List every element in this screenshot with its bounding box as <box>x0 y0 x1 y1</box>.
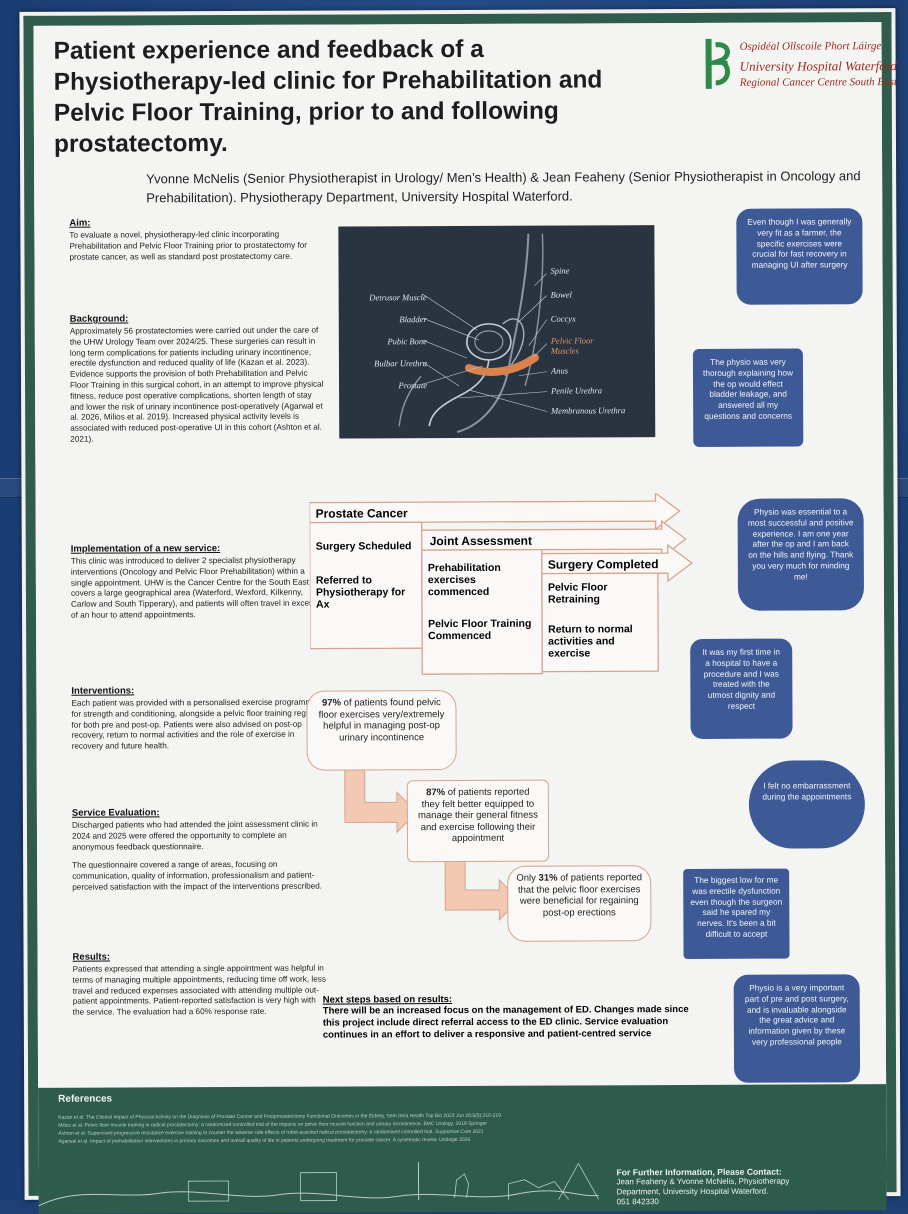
pathway-col1-item-2: Referred to Physiotherapy for Ax <box>316 574 420 610</box>
stat-97-percent: 97% <box>322 698 341 709</box>
label-coccyx: Coccyx <box>551 313 576 323</box>
pathway-col2-item-1: Prehabilitation exercises commenced <box>428 562 538 598</box>
results-heading: Results: <box>73 951 328 963</box>
next-steps-text: There will be an increased focus on the … <box>323 1004 693 1042</box>
stat-box-97: 97% of patients found pelvic floor exerc… <box>306 690 456 771</box>
contact-phone: 051 842330 <box>617 1196 837 1207</box>
poster: Patient experience and feedback of a Phy… <box>19 8 900 1200</box>
contact-block: For Further Information, Please Contact:… <box>616 1166 836 1207</box>
pathway-col3-item-1: Pelvic Floor Retraining <box>548 581 654 605</box>
label-spine: Spine <box>551 266 570 276</box>
results-section: Results: Patients expressed that attendi… <box>73 951 328 1019</box>
pathway-header-prostate-cancer: Prostate Cancer <box>316 506 408 520</box>
interventions-heading: Interventions: <box>71 685 326 697</box>
stat-31-percent: 31% <box>539 873 558 884</box>
label-bladder: Bladder <box>349 308 427 330</box>
next-steps-section: Next steps based on results: There will … <box>323 993 693 1042</box>
anatomy-diagram: Detrusor Muscle Bladder Pubic Bone Bulba… <box>338 225 655 438</box>
label-membranous-urethra: Membranous Urethra <box>551 405 625 415</box>
label-detrusor-muscle: Detrusor Muscle <box>349 286 427 308</box>
quote-bubble-2: The physio was very thorough explaining … <box>693 349 803 447</box>
evaluation-heading: Service Evaluation: <box>72 807 327 819</box>
results-text: Patients expressed that attending a sing… <box>73 964 328 1019</box>
background-heading: Background: <box>70 313 325 325</box>
label-prostate: Prostate <box>349 374 427 396</box>
authors-line: Yvonne McNelis (Senior Physiotherapist i… <box>146 166 886 207</box>
anatomy-labels-left: Detrusor Muscle Bladder Pubic Bone Bulba… <box>349 286 427 396</box>
interventions-section: Interventions: Each patient was provided… <box>71 685 326 753</box>
references-heading: References <box>58 1094 112 1105</box>
label-bowel: Bowel <box>551 290 572 300</box>
quote-bubble-4: It was my first time in a hospital to ha… <box>690 639 792 739</box>
background-section: Background: Approximately 56 prostatecto… <box>70 313 326 446</box>
stat-31-prefix: Only <box>516 873 538 884</box>
evaluation-text: Discharged patients who had attended the… <box>72 820 327 854</box>
aim-section: Aim: To evaluate a novel, physiotherapy-… <box>69 217 324 264</box>
logo-hospital-name: University Hospital Waterford <box>740 58 897 75</box>
label-pelvic-floor: Pelvic Floor <box>551 335 594 345</box>
aim-text: To evaluate a novel, physiotherapy-led c… <box>69 230 324 264</box>
label-bulbar-urethra: Bulbar Urethra <box>349 352 427 374</box>
logo-irish-name: Ospidéal Ollscoile Phort Láirge <box>740 40 882 53</box>
references-footer: References Kazan et al. The Clinical Imp… <box>38 1084 887 1214</box>
landmarks-skyline-illustration <box>38 1153 598 1213</box>
pathway-col2-item-2: Pelvic Floor Training Commenced <box>428 618 538 642</box>
evaluation-text-2: The questionnaire covered a range of are… <box>72 860 327 894</box>
care-pathway: Prostate Cancer Surgery Scheduled Referr… <box>310 493 699 685</box>
reference-item: Agarwal et al. Impact of prehabilitation… <box>58 1135 658 1146</box>
quote-bubble-5: I felt no embarrassment during the appoi… <box>749 760 865 849</box>
stat-box-31: Only 31% of patients reported that the p… <box>507 865 651 942</box>
label-penile-urethra: Penile Urethra <box>551 385 602 395</box>
logo-cancer-centre: Regional Cancer Centre South East <box>740 76 897 89</box>
label-muscles: Muscles <box>551 345 579 355</box>
stat-87-percent: 87% <box>426 787 445 798</box>
implementation-section: Implementation of a new service: This cl… <box>71 543 326 622</box>
implementation-heading: Implementation of a new service: <box>71 543 326 555</box>
background-text: Approximately 56 prostatectomies were ca… <box>70 326 325 370</box>
poster-body: Patient experience and feedback of a Phy… <box>33 22 886 1200</box>
poster-title: Patient experience and feedback of a Phy… <box>54 33 655 160</box>
pathway-col3-item-2: Return to normal activities and exercise <box>548 623 654 659</box>
quote-bubble-6: The biggest low for me was erectile dysf… <box>683 869 789 959</box>
label-anus: Anus <box>551 366 568 376</box>
evaluation-section: Service Evaluation: Discharged patients … <box>72 807 327 894</box>
pathway-col1-item-1: Surgery Scheduled <box>316 540 420 552</box>
background-text-2: Evidence supports the provision of both … <box>70 369 325 446</box>
hse-logo-icon <box>702 35 736 93</box>
stat-box-87: 87% of patients reported they felt bette… <box>407 780 549 863</box>
label-pubic-bone: Pubic Bone <box>349 330 427 352</box>
aim-heading: Aim: <box>69 217 324 229</box>
quote-bubble-1: Even though I was generally very fit as … <box>736 208 862 305</box>
references-list: Kazan et al. The Clinical Impact of Phys… <box>58 1111 658 1146</box>
pathway-header-joint-assessment: Joint Assessment <box>430 534 532 548</box>
quote-bubble-7: Physio is a very important part of pre a… <box>734 974 860 1083</box>
pathway-header-surgery-completed: Surgery Completed <box>548 557 659 571</box>
quote-bubble-3: Physio was essential to a most successfu… <box>738 498 864 611</box>
implementation-text: This clinic was introduced to deliver 2 … <box>71 556 326 622</box>
interventions-text: Each patient was provided with a persona… <box>71 698 326 753</box>
hospital-logo: Ospidéal Ollscoile Phort Láirge Universi… <box>702 34 867 115</box>
